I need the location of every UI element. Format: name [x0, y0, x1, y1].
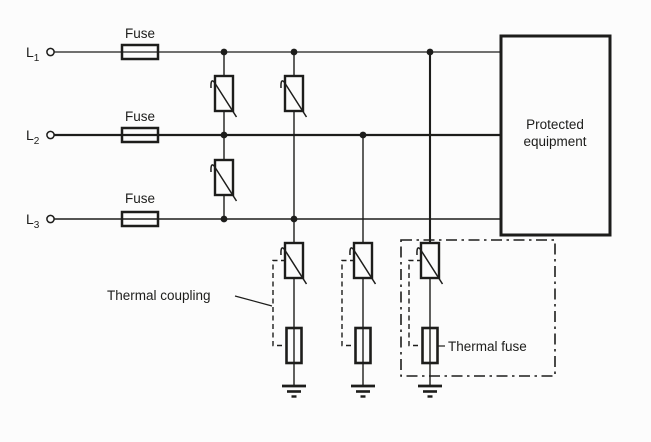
thermal-fuse-enclosure	[400, 239, 556, 377]
fuse-label-l1: Fuse	[125, 26, 155, 41]
varistor-symbol-l2-l3	[209, 158, 238, 203]
junction-dot	[426, 48, 434, 56]
thermal-coupling-label: Thermal coupling	[107, 288, 211, 303]
ground-symbol-3	[416, 384, 444, 398]
thermal-coupling-bracket-1	[272, 259, 286, 347]
fuse-label-l3: Fuse	[125, 191, 155, 206]
terminal-l2	[46, 130, 55, 140]
varistor-symbol-ground-3	[415, 241, 444, 286]
fuse-label-l2: Fuse	[125, 109, 155, 124]
protected-equipment-box	[499, 34, 612, 237]
fuse-symbol-l3	[120, 210, 160, 228]
junction-dot	[290, 215, 298, 223]
ground-symbol-2	[349, 384, 377, 398]
protected-equipment-label-line2: equipment	[523, 134, 586, 149]
junction-dot	[220, 131, 228, 139]
thermal-coupling-pointer	[234, 295, 273, 307]
junction-dot	[290, 48, 298, 56]
varistor-symbol-ground-1	[279, 241, 308, 286]
junction-dot	[220, 48, 228, 56]
phase-label-l2: L2	[26, 127, 40, 147]
thermal-coupling-bracket-3	[408, 259, 422, 347]
varistor-symbol-l1-l3	[279, 74, 308, 119]
thermal-coupling-bracket-2	[341, 259, 355, 347]
fuse-symbol-l1	[120, 43, 160, 61]
terminal-l3	[46, 214, 55, 224]
thermal-fuse-label: Thermal fuse	[448, 339, 527, 354]
junction-dot	[220, 215, 228, 223]
fuse-symbol-l2	[120, 126, 160, 144]
phase-label-l3: L3	[26, 211, 40, 231]
protected-equipment-label-line1: Protected	[526, 117, 584, 132]
junction-dot	[359, 131, 367, 139]
ground-symbol-1	[280, 384, 308, 398]
varistor-symbol-ground-2	[348, 241, 377, 286]
varistor-symbol-l1-l2	[209, 74, 238, 119]
terminal-l1	[46, 47, 55, 57]
phase-label-l1: L1	[26, 44, 40, 64]
